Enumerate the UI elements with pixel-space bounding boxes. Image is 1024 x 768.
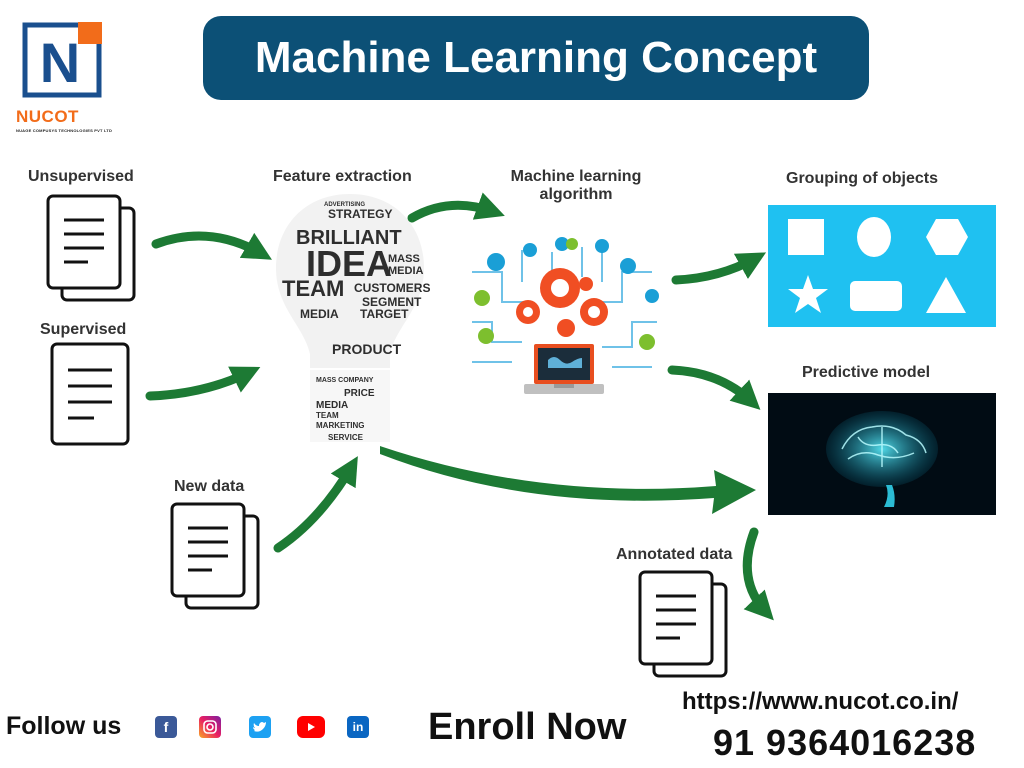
square-shape-icon [788,219,824,255]
bulb-word: TARGET [360,307,409,321]
triangle-shape-icon [926,277,966,313]
label-grouping: Grouping of objects [786,170,938,187]
bulb-word: MARKETING [316,421,364,430]
circle-shape-icon [857,217,891,257]
bulb-word: SEGMENT [362,295,422,309]
star-shape-icon [788,275,828,313]
rectangle-shape-icon [850,281,902,311]
instagram-icon[interactable] [199,716,221,738]
label-new-data: New data [174,478,245,495]
arrow-new-data [273,456,358,553]
svg-text:N: N [40,31,80,94]
arrow-to-predictive [667,365,761,410]
website-url-link[interactable]: https://www.nucot.co.in/ [682,688,959,715]
youtube-icon[interactable] [297,716,325,738]
bulb-word: ADVERTISING [324,202,365,208]
follow-us-label: Follow us [6,712,122,740]
label-ml-algorithm: Machine learning algorithm [496,168,656,204]
bulb-word: TEAM [316,411,339,420]
facebook-icon[interactable]: f [155,716,177,738]
document-unsupervised-icon [46,194,136,302]
document-annotated-icon [638,570,728,678]
feature-extraction-bulb: ADVERTISING STRATEGY BRILLIANT IDEA MASS… [276,194,430,442]
bulb-word: MASS COMPANY [316,377,374,384]
enroll-now-link[interactable]: Enroll Now [428,706,627,748]
bulb-word: PRICE [344,388,375,399]
document-supervised-icon [50,342,130,446]
twitter-icon[interactable] [249,716,271,738]
bulb-word: BRILLIANT [296,227,402,249]
bulb-word: MEDIA [300,307,339,321]
arrow-to-grouping [671,252,767,285]
hexagon-shape-icon [926,219,968,255]
nucot-logo: N [22,22,102,98]
label-predictive: Predictive model [802,364,931,381]
bulb-word: MASS [388,253,420,265]
phone-number[interactable]: 91 9364016238 [713,722,977,763]
linkedin-icon[interactable]: in [347,716,369,738]
label-feature-extraction: Feature extraction [273,168,412,185]
label-annotated: Annotated data [616,546,733,563]
bulb-word: STRATEGY [328,207,392,221]
brain-icon [826,411,938,507]
logo-name: NUCOT [16,107,79,126]
predictive-model-panel [768,393,996,515]
document-new-data-icon [170,502,260,610]
label-ml-algorithm-line1: Machine learning [510,168,642,185]
ml-algorithm-graphic [472,237,659,394]
label-supervised: Supervised [40,321,127,338]
grouping-panel [768,205,996,327]
bulb-word: IDEA [306,243,392,284]
bulb-word: PRODUCT [332,341,402,357]
page-title: Machine Learning Concept [203,16,869,100]
bulb-word: MEDIA [388,265,424,277]
arrow-supervised [145,366,261,401]
bulb-word: TEAM [282,276,344,301]
logo-tagline: NUAGE COMPUSYS TECHNOLOGIES PVT LTD [16,128,113,133]
bulb-word: MEDIA [316,400,348,411]
bulb-word: CUSTOMERS [354,281,430,295]
label-unsupervised: Unsupervised [28,168,134,185]
bulb-word: SERVICE [328,433,364,442]
label-ml-algorithm-line2: algorithm [539,186,613,203]
arrow-bulb-to-predictive [380,446,756,514]
arrow-to-annotated [742,527,774,621]
arrow-unsupervised [151,231,272,260]
